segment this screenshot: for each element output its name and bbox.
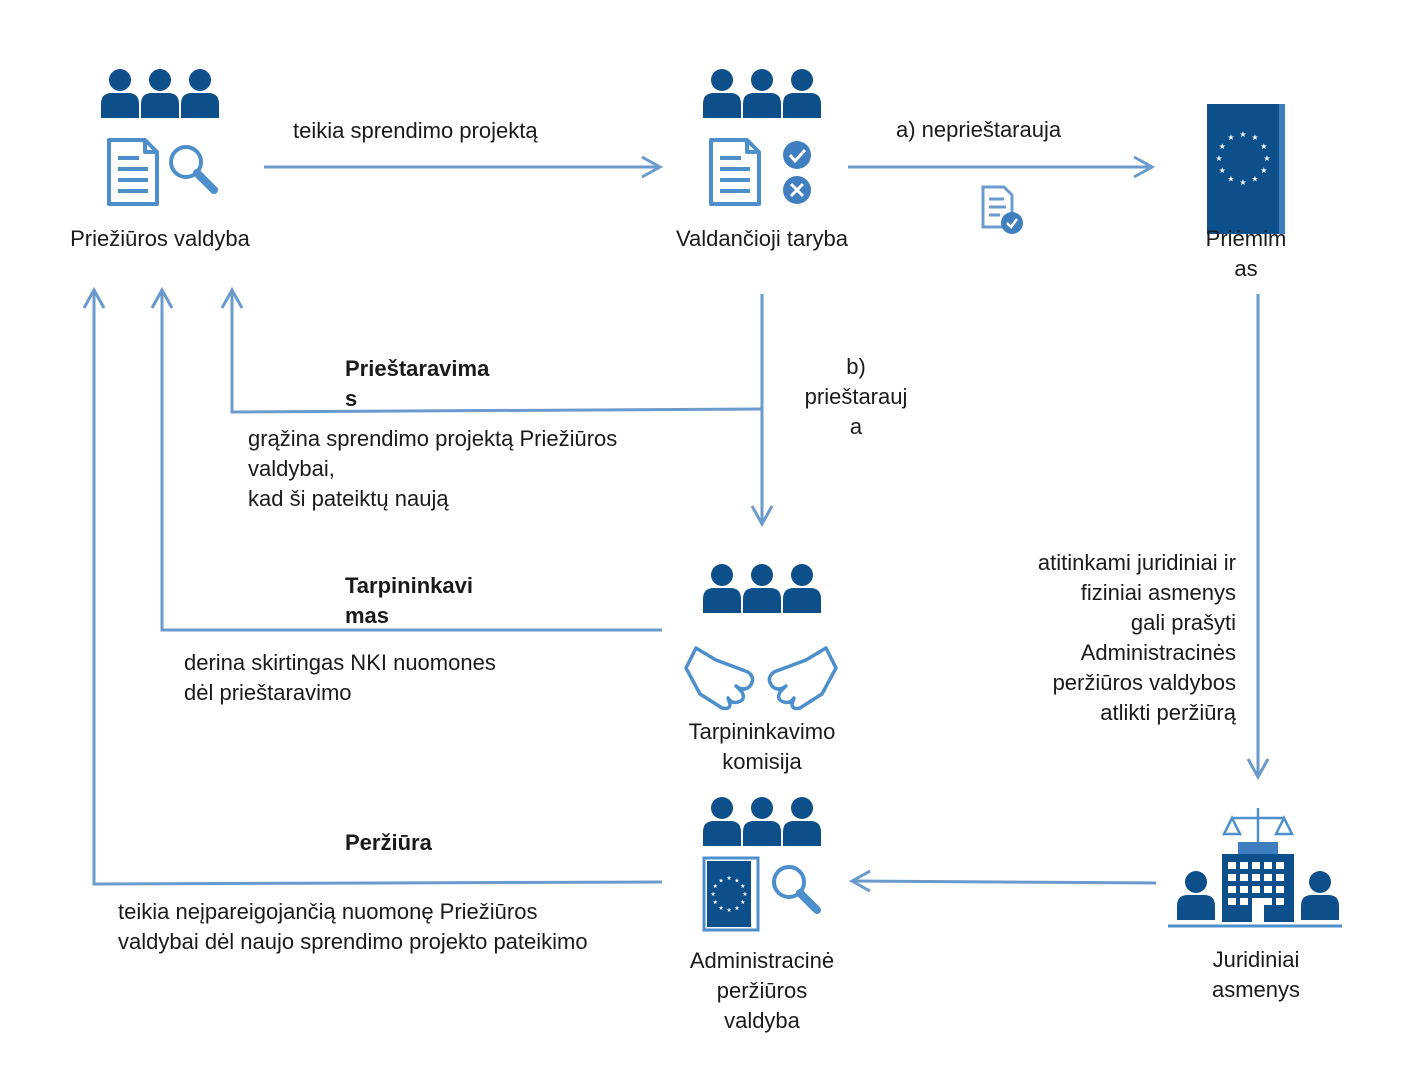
eu-stars: ★★★★★★★★★★★★ [1215, 130, 1270, 187]
document-icon [709, 138, 761, 206]
supervisory-board-label: Priežiūros valdyba [70, 226, 250, 251]
no-objection-label: a) neprieštarauja [896, 117, 1062, 142]
eu-star: ★ [718, 905, 723, 912]
mediation-panel-label: Tarpininkavimo komisija [688, 719, 836, 774]
eu-star: ★ [1260, 142, 1267, 151]
eu-star: ★ [1251, 133, 1258, 142]
eu-star: ★ [734, 905, 739, 912]
eu-star: ★ [1263, 154, 1270, 163]
review-title: Peržiūra [345, 830, 432, 855]
magnifier-icon [774, 867, 817, 910]
arrow-legal-to-admin [848, 869, 1157, 893]
eu-star: ★ [726, 875, 731, 882]
people-group-icon [703, 69, 821, 118]
people-group-icon [703, 564, 821, 613]
people-group-icon [703, 797, 821, 846]
admin-review-board-label: Administracinė peržiūros valdyba [689, 948, 835, 1033]
eu-star: ★ [1227, 175, 1234, 184]
handshake-icon [684, 646, 838, 711]
legal-persons-label: Juridiniai asmenys [1211, 947, 1301, 1002]
eu-star: ★ [1239, 130, 1246, 139]
eu-star: ★ [740, 899, 745, 906]
court-building-icon [1222, 842, 1294, 922]
eu-star: ★ [710, 891, 715, 898]
person-left-icon [1177, 871, 1215, 920]
eu-star: ★ [1251, 175, 1258, 184]
cross-circle-icon [783, 176, 811, 204]
people-group-icon [101, 69, 219, 118]
objection-label: b) prieštarauj a [804, 354, 908, 439]
eu-star: ★ [1227, 133, 1234, 142]
eu-star: ★ [1260, 166, 1267, 175]
check-circle-icon [783, 141, 811, 169]
objection-return-title: Prieštaravima s [345, 356, 490, 411]
eu-star: ★ [712, 899, 717, 906]
arrow-mediation-return [150, 286, 662, 632]
eu-star: ★ [742, 891, 747, 898]
mediation-title: Tarpininkavi mas [345, 573, 473, 628]
arrow-objection-return [220, 286, 763, 414]
eu-star: ★ [1219, 166, 1226, 175]
submit-draft-label: teikia sprendimo projektą [293, 118, 538, 143]
eu-star: ★ [1219, 142, 1226, 151]
scales-icon [1221, 808, 1295, 842]
eu-star: ★ [718, 877, 723, 884]
eu-book-icon: ★★★★★★★★★★★★ [702, 856, 760, 932]
review-text: teikia neįpareigojančią nuomonę Priežiūr… [118, 899, 588, 954]
eu-star: ★ [712, 883, 717, 890]
eu-star: ★ [1239, 178, 1246, 187]
request-review-text: atitinkami juridiniai ir fiziniai asmeny… [1037, 550, 1236, 725]
eu-stars-small: ★★★★★★★★★★★★ [710, 875, 747, 914]
document-check-icon [981, 185, 1023, 234]
mediation-text: derina skirtingas NKI nuomones dėl prieš… [184, 650, 496, 705]
eu-star: ★ [726, 907, 731, 914]
eu-star: ★ [1215, 154, 1222, 163]
person-right-icon [1301, 871, 1339, 920]
eu-star: ★ [740, 883, 745, 890]
adoption-label: Priėmim as [1205, 226, 1287, 281]
objection-return-text: grąžina sprendimo projektą Priežiūros va… [248, 426, 618, 511]
document-icon [107, 138, 159, 206]
governing-council-label: Valdančioji taryba [675, 226, 849, 251]
eu-star: ★ [734, 877, 739, 884]
arrow-review-return [82, 286, 663, 886]
eu-book-icon: ★★★★★★★★★★★★ [1207, 104, 1285, 234]
arrows [82, 155, 1270, 893]
magnifier-icon [171, 147, 214, 190]
